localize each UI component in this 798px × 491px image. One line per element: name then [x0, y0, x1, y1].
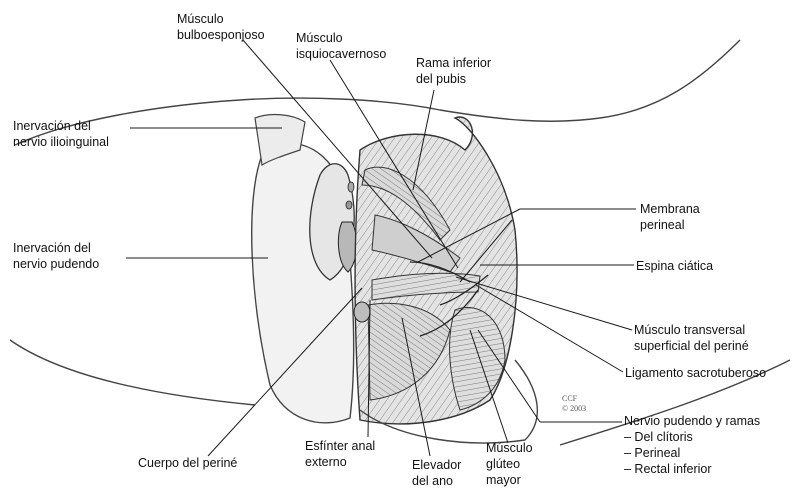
credit-line-2: © 2003 [562, 404, 586, 413]
clitoris [348, 182, 354, 192]
label-nervio-pudendo: Nervio pudendo y ramas– Del clítoris– Pe… [624, 413, 760, 477]
anus [354, 302, 370, 322]
credit-line-1: CCF [562, 394, 578, 403]
urethral-meatus [346, 201, 352, 209]
label-espina: Espina ciática [636, 258, 713, 274]
label-sacrotuberoso: Ligamento sacrotuberoso [625, 365, 766, 381]
label-cuerpo: Cuerpo del periné [138, 455, 237, 471]
